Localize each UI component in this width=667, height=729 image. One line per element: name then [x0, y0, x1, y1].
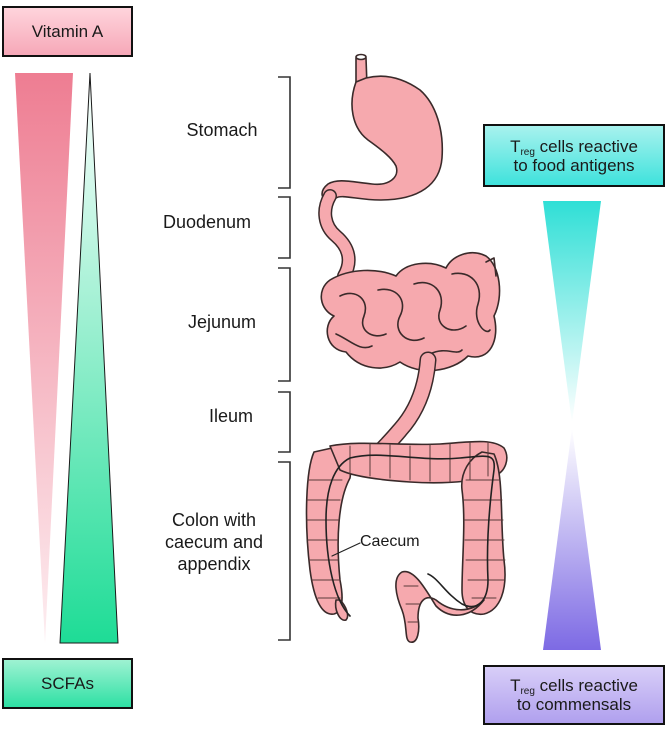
transverse-colon: [329, 440, 508, 484]
taenia-coli: [325, 454, 495, 617]
vitamin-a-label: Vitamin A: [31, 22, 104, 41]
scfa-label-box: SCFAs: [2, 658, 133, 709]
stomach: [321, 75, 444, 205]
scfa-label: SCFAs: [41, 674, 94, 693]
region-brackets: [278, 76, 291, 641]
duodenum-label: Duodenum: [162, 212, 252, 232]
bracket-ileum: [278, 391, 291, 453]
treg-food-label-line2: to food antigens: [513, 155, 635, 175]
ileum-label: Ileum: [208, 406, 253, 426]
vitamin-a-gradient-wedge: [15, 73, 73, 643]
ascending-colon: [305, 447, 352, 615]
jejunum: [320, 252, 501, 372]
esophagus-opening: [355, 53, 367, 61]
caecum-pointer: [331, 542, 361, 557]
bracket-stomach: [278, 76, 291, 189]
scfa-gradient-wedge: [59, 72, 119, 644]
vitamin-a-label-box: Vitamin A: [2, 6, 133, 57]
sigmoid-colon: [395, 570, 485, 643]
bracket-colon: [278, 461, 291, 641]
descending-colon: [460, 451, 506, 615]
bracket-jejunum: [278, 267, 291, 382]
treg-commensal-label-line2: to commensals: [516, 695, 632, 714]
treg-commensal-label-line1: Treg cells reactive: [510, 676, 638, 697]
colon: [305, 440, 508, 643]
bracket-duodenum: [278, 196, 291, 259]
treg-food-gradient-wedge: [543, 201, 601, 423]
appendix: [334, 599, 349, 621]
treg-food-label-line1: Treg cells reactive: [510, 136, 638, 158]
treg-commensal-label-box: Treg cells reactive to commensals: [483, 665, 665, 725]
gastrointestinal-tract: [305, 53, 508, 643]
stomach-label: Stomach: [186, 120, 258, 140]
jejunum-label: Jejunum: [187, 312, 257, 332]
caecum-callout-label: Caecum: [360, 533, 420, 550]
colon-label: Colon with caecum and appendix: [164, 510, 264, 574]
treg-food-label-box: Treg cells reactive to food antigens: [483, 124, 665, 187]
treg-commensal-gradient-wedge: [543, 428, 601, 650]
